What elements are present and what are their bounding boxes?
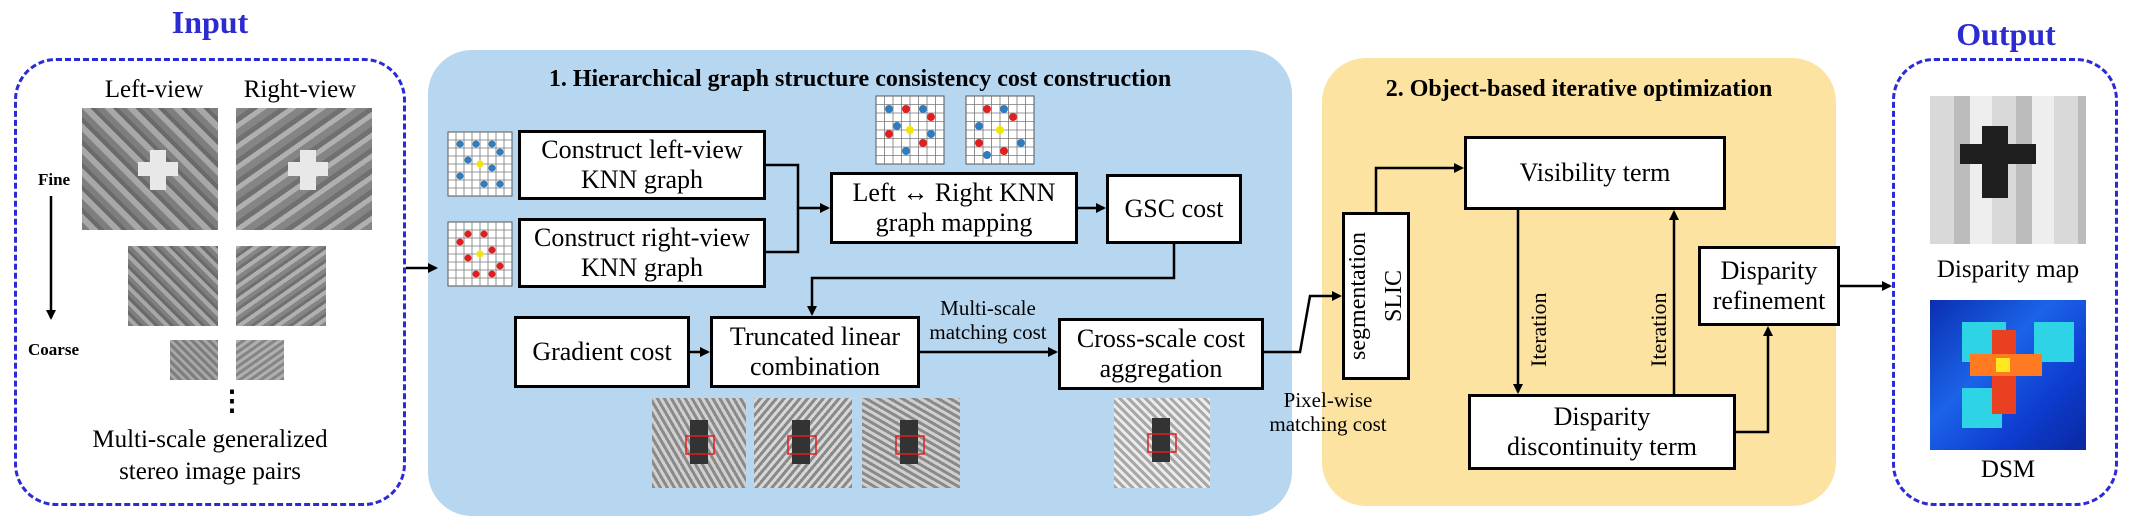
- discontinuity-to-refinement-arrow: [1736, 326, 1773, 434]
- gradient-cost-box: Gradient cost: [514, 316, 690, 388]
- cross-line2: aggregation: [1099, 354, 1223, 383]
- slic-segmentation-box: SLIC segmentation: [1342, 212, 1410, 380]
- left-knn-line2: KNN graph: [580, 165, 704, 194]
- building-dark: [792, 420, 810, 464]
- pixelwise-label-1: Pixel-wise: [1283, 388, 1373, 412]
- output-title: Output: [1956, 16, 2056, 52]
- cross-line1: Cross-scale cost: [1076, 324, 1246, 353]
- right-image-mid: [236, 246, 326, 326]
- visibility-label: Visibility term: [1519, 158, 1671, 187]
- building-dark: [1152, 418, 1170, 462]
- gsc-to-truncated-arrow: [807, 244, 1176, 316]
- cross-to-slic-arrow: [1264, 291, 1342, 354]
- gradient-label: Gradient cost: [532, 337, 672, 366]
- knn-mapping-box: Left ↔ Right KNN graph mapping: [830, 172, 1078, 244]
- disparity-map-image: [1930, 96, 2086, 244]
- dsm-building-top: [1996, 358, 2010, 372]
- visibility-term-box: Visibility term: [1464, 136, 1726, 210]
- refine-line1: Disparity: [1720, 256, 1818, 285]
- input-caption-line1: Multi-scale generalized: [92, 426, 328, 453]
- building-highlight: [288, 162, 328, 176]
- mapping-line1: Left ↔ Right KNN: [852, 178, 1056, 207]
- output-panel: [1892, 58, 2118, 506]
- slic-to-visibility-arrow: [1374, 163, 1464, 212]
- left-view-label: Left-view: [104, 76, 204, 103]
- right-image-coarse: [236, 340, 284, 380]
- pixelwise-label-2: matching cost: [1269, 412, 1387, 436]
- disc-line1: Disparity: [1553, 402, 1651, 431]
- building-highlight: [138, 162, 178, 176]
- right-view-label: Right-view: [243, 76, 357, 103]
- left-image-coarse: [170, 340, 218, 380]
- coarse-label: Coarse: [28, 340, 79, 359]
- cross-scale-box: Cross-scale cost aggregation: [1058, 318, 1264, 390]
- truncated-line1: Truncated linear: [729, 322, 901, 351]
- disparity-refinement-box: Disparity refinement: [1698, 246, 1840, 326]
- truncated-linear-box: Truncated linear combination: [710, 316, 920, 388]
- left-knn-grid-icon: [447, 131, 513, 197]
- input-title: Input: [171, 4, 249, 40]
- left-knn-line1: Construct left-view: [541, 135, 743, 164]
- multiscale-label-1: Multi-scale: [940, 296, 1036, 320]
- left-knn-connector: [766, 163, 800, 208]
- mapping-grid-icon-2: [965, 95, 1035, 165]
- refine-line2: refinement: [1712, 286, 1826, 315]
- right-knn-grid-icon: [447, 221, 513, 287]
- disparity-map-label: Disparity map: [1936, 256, 2080, 283]
- stage1-title: 1. Hierarchical graph structure consiste…: [548, 66, 1172, 92]
- right-knn-line2: KNN graph: [580, 253, 704, 282]
- dsm-label: DSM: [1980, 456, 2036, 483]
- right-knn-graph-box: Construct right-view KNN graph: [518, 218, 766, 288]
- building-dark: [900, 420, 918, 464]
- gsc-label: GSC cost: [1124, 194, 1224, 223]
- fine-label: Fine: [38, 170, 71, 189]
- multiscale-label-2: matching cost: [929, 320, 1047, 344]
- stage2-title: 2. Object-based iterative optimization: [1385, 76, 1773, 102]
- disc-line2: discontinuity term: [1507, 432, 1697, 461]
- input-panel: [14, 58, 406, 506]
- input-caption-line2: stereo image pairs: [119, 458, 301, 485]
- left-image-mid: [128, 246, 218, 326]
- mapping-grid-icon-1: [875, 95, 945, 165]
- discontinuity-term-box: Disparity discontinuity term: [1468, 394, 1736, 470]
- building-dark: [690, 420, 708, 464]
- right-knn-line1: Construct right-view: [534, 223, 750, 252]
- gsc-cost-box: GSC cost: [1106, 174, 1242, 244]
- disparity-building: [1960, 144, 2036, 164]
- ellipsis: ⋮: [218, 386, 246, 417]
- left-knn-graph-box: Construct left-view KNN graph: [518, 130, 766, 200]
- truncated-line2: combination: [750, 352, 880, 381]
- mapping-line2: graph mapping: [875, 208, 1033, 237]
- right-knn-connector: [766, 208, 800, 254]
